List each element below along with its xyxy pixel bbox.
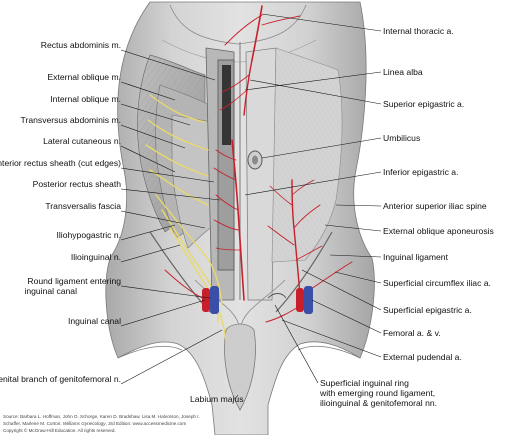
label-inguinal-canal: Inguinal canal [67, 316, 121, 326]
labium-majus [224, 323, 256, 411]
label-transversus-abdominis: Transversus abdominis m. [20, 115, 121, 125]
label-femoral-vessels: Femoral a. & v. [383, 328, 441, 338]
right-rectus-sheath [245, 47, 277, 301]
label-lateral-cutaneous-nerve: Lateral cutaneous n. [43, 136, 121, 146]
source-edition: , 3rd Edition: www.accessmedicine.com [105, 421, 187, 426]
label-labium-majus: Labium majus [190, 394, 244, 404]
label-inferior-epigastric-artery: Inferior epigastric a. [383, 167, 459, 177]
source-authors: Schaffer, Marlene M. Corton: [3, 421, 63, 426]
label-anterior-superior-iliac-spine: Anterior superior iliac spine [383, 201, 487, 211]
label-internal-thoracic-artery: Internal thoracic a. [383, 26, 454, 36]
label-inguinal-ligament: Inguinal ligament [383, 252, 448, 262]
label-ilioinguinal-nerve: Ilioinguinal n. [70, 252, 121, 262]
inguinal-ligament-right [275, 231, 333, 313]
superficial-inguinal-ring [267, 293, 287, 299]
superior-epigastric-artery [243, 59, 253, 116]
internal-thoracic-artery [251, 5, 263, 61]
label-superficial-epigastric-artery: Superficial epigastric a. [383, 305, 472, 315]
label-external-oblique-aponeurosis: External oblique aponeurosis [383, 226, 494, 236]
label-rectus-abdominis: Rectus abdominis m. [40, 40, 121, 50]
label-linea-alba: Linea alba [383, 67, 423, 77]
label-round-ligament-line2: inguinal canal [24, 286, 77, 296]
label-anterior-rectus-sheath: Anterior rectus sheath (cut edges) [0, 158, 121, 168]
source-line-2: Schaffer, Marlene M. Corton: Williams Gy… [3, 421, 186, 427]
label-transversalis-fascia: Transversalis fascia [45, 201, 121, 211]
femoral-vessels-right [296, 286, 313, 314]
label-umbilicus: Umbilicus [383, 133, 421, 143]
label-genitofemoral-genital-branch: Genital branch of genitofemoral n. [0, 374, 121, 384]
label-superficial-inguinal-ring-line3: ilioinguinal & genitofemoral nn. [320, 398, 438, 408]
source-copyright: Copyright © McGraw-Hill Education. All r… [3, 428, 116, 433]
label-superficial-inguinal-ring-line2: with emerging round ligament, [320, 388, 436, 398]
source-book-title: Williams Gynecology [62, 421, 106, 426]
label-external-pudendal-artery: External pudendal a. [383, 352, 462, 362]
femoral-vessels-left [202, 286, 219, 314]
source-line-1: Source: Barbara L. Hoffman, John O. Scho… [3, 414, 200, 419]
label-internal-oblique: Internal oblique m. [50, 94, 121, 104]
label-posterior-rectus-sheath: Posterior rectus sheath [32, 179, 121, 189]
arteries [164, 5, 353, 323]
label-superior-epigastric-artery: Superior epigastric a. [383, 99, 465, 109]
label-iliohypogastric-nerve: Iliohypogastric n. [56, 230, 122, 240]
label-superficial-circumflex-iliac-artery: Superficial circumflex iliac a. [383, 278, 491, 288]
label-external-oblique: External oblique m. [47, 72, 121, 82]
label-superficial-inguinal-ring-line1: Superficial inguinal ring [320, 378, 409, 388]
label-round-ligament-line1: Round ligament entering [27, 276, 121, 286]
